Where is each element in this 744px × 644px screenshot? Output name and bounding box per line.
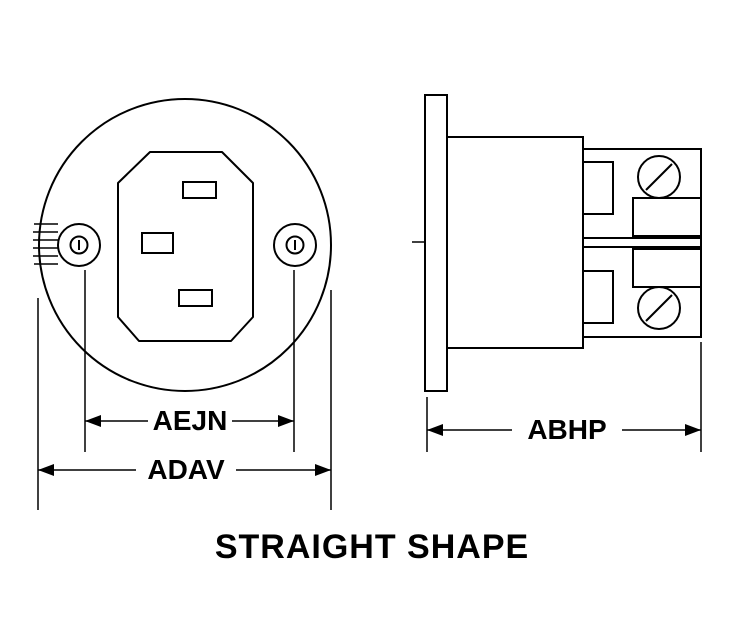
front-view bbox=[33, 98, 332, 392]
connector-body bbox=[446, 136, 584, 349]
arrowhead-left bbox=[38, 464, 54, 476]
flange-plate bbox=[424, 94, 448, 392]
pin-slot-top bbox=[182, 181, 217, 199]
arrowhead-right bbox=[685, 424, 701, 436]
dimension-outer-width: ADAV bbox=[37, 290, 332, 510]
arrowhead-left bbox=[427, 424, 443, 436]
dimension-label-depth: ABHP bbox=[527, 414, 606, 445]
terminal-clamp-plate bbox=[632, 197, 702, 237]
dimension-inner-width: AEJN bbox=[84, 270, 295, 452]
screw-terminal-top bbox=[582, 155, 702, 237]
diagram-title: STRAIGHT SHAPE bbox=[215, 528, 529, 566]
mounting-hole-left bbox=[57, 223, 101, 267]
side-view bbox=[412, 94, 702, 392]
pin-slot-bottom bbox=[178, 289, 213, 307]
dimension-label-outer: ADAV bbox=[147, 454, 225, 485]
arrowhead-left bbox=[85, 415, 101, 427]
side-dimension-depth: ABHP bbox=[426, 342, 702, 452]
terminal-step-block bbox=[582, 270, 614, 324]
thread-hatch-lines bbox=[33, 223, 58, 265]
pin-slot-middle bbox=[141, 232, 174, 254]
screw-slot bbox=[645, 294, 673, 322]
mounting-hole-right bbox=[273, 223, 317, 267]
screw-slot bbox=[645, 163, 673, 191]
terminal-clamp-plate bbox=[632, 248, 702, 288]
arrowhead-right bbox=[315, 464, 331, 476]
front-dimensions: AEJN ADAV bbox=[37, 270, 332, 510]
inlet-body-outline bbox=[117, 151, 254, 342]
screw-terminal-bottom bbox=[582, 248, 702, 330]
arrowhead-right bbox=[278, 415, 294, 427]
terminal-step-block bbox=[582, 161, 614, 215]
dimension-label-inner: AEJN bbox=[153, 405, 228, 436]
